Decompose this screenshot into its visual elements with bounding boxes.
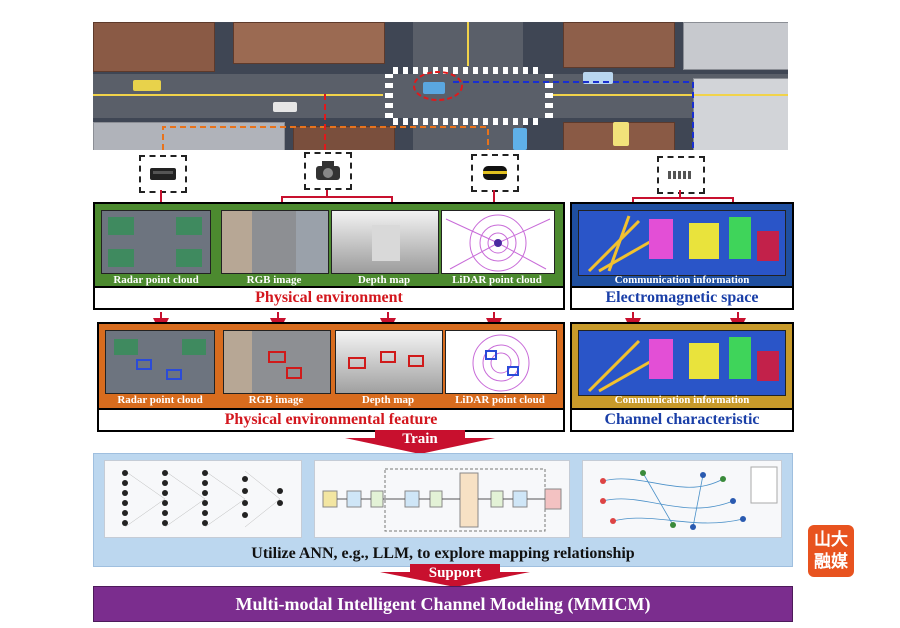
thumb-label: Radar point cloud — [117, 394, 203, 406]
knowledge-graph-diagram — [582, 460, 782, 538]
thumb-label: Communication information — [614, 274, 750, 286]
building-roof — [683, 22, 788, 70]
electromagnetic-space-panel: Communication information Electromagneti… — [570, 202, 794, 310]
neural-network-diagram — [104, 460, 302, 538]
depth-thumbnail — [331, 210, 439, 274]
blue-dashed-path — [453, 81, 694, 150]
lane-marking — [93, 94, 383, 96]
train-arrow: Train — [345, 430, 495, 454]
thumb-label: LiDAR point cloud — [455, 394, 545, 406]
physical-feature-caption: Physical environmental feature — [99, 408, 563, 430]
thumb-label: Communication information — [614, 394, 750, 406]
thumb-label: Depth map — [361, 394, 415, 406]
city-scene-image — [93, 22, 788, 150]
ann-mapping-panel: Utilize ANN, e.g., LLM, to explore mappi… — [93, 453, 793, 567]
llm-architecture-diagram — [314, 460, 570, 538]
physical-environment-caption: Physical environment — [95, 286, 563, 308]
communication-info-thumbnail — [578, 210, 786, 276]
ann-caption: Utilize ANN, e.g., LLM, to explore mappi… — [251, 545, 635, 562]
crosswalk — [545, 74, 553, 118]
thumb-label: Depth map — [357, 274, 411, 286]
lidar-feature-thumbnail — [445, 330, 557, 394]
signal-paths-overlay — [162, 71, 694, 150]
thumb-label: RGB image — [248, 394, 304, 406]
watermark-logo: 山大 融媒 — [808, 525, 854, 577]
lane-marking — [467, 22, 469, 66]
building — [563, 22, 675, 68]
thumb-label: RGB image — [246, 274, 302, 286]
building — [93, 22, 215, 72]
crosswalk — [385, 74, 393, 118]
crosswalk — [393, 118, 543, 125]
crosswalk — [393, 67, 543, 74]
building — [233, 22, 385, 64]
car — [423, 82, 445, 94]
train-label: Train — [402, 431, 438, 447]
car — [613, 122, 629, 146]
rgb-feature-thumbnail — [223, 330, 331, 394]
target-vehicle-highlight — [413, 71, 463, 101]
radar-thumbnail — [101, 210, 211, 274]
rgb-thumbnail — [221, 210, 329, 274]
car — [513, 128, 527, 150]
car — [273, 102, 297, 112]
radar-sensor-icon — [139, 155, 187, 193]
lane-marking — [553, 94, 788, 96]
depth-feature-thumbnail — [335, 330, 443, 394]
channel-info-thumbnail — [578, 330, 786, 396]
support-arrow: Support — [380, 564, 530, 587]
physical-feature-panel: Radar point cloud RGB image Depth map Li… — [97, 322, 565, 432]
lidar-thumbnail — [441, 210, 555, 274]
thumb-label: Radar point cloud — [113, 274, 199, 286]
car — [133, 80, 161, 91]
thumb-label: LiDAR point cloud — [452, 274, 542, 286]
physical-environment-panel: Radar point cloud RGB image Depth map Li… — [93, 202, 565, 310]
radar-feature-thumbnail — [105, 330, 215, 394]
camera-sensor-icon — [304, 152, 352, 190]
channel-characteristic-caption: Channel characteristic — [572, 408, 792, 430]
mmicm-banner: Multi-modal Intelligent Channel Modeling… — [93, 586, 793, 622]
electromagnetic-space-caption: Electromagnetic space — [572, 286, 792, 308]
channel-characteristic-panel: Communication information Channel charac… — [570, 322, 794, 432]
support-label: Support — [428, 565, 482, 581]
building-roof — [693, 78, 788, 150]
